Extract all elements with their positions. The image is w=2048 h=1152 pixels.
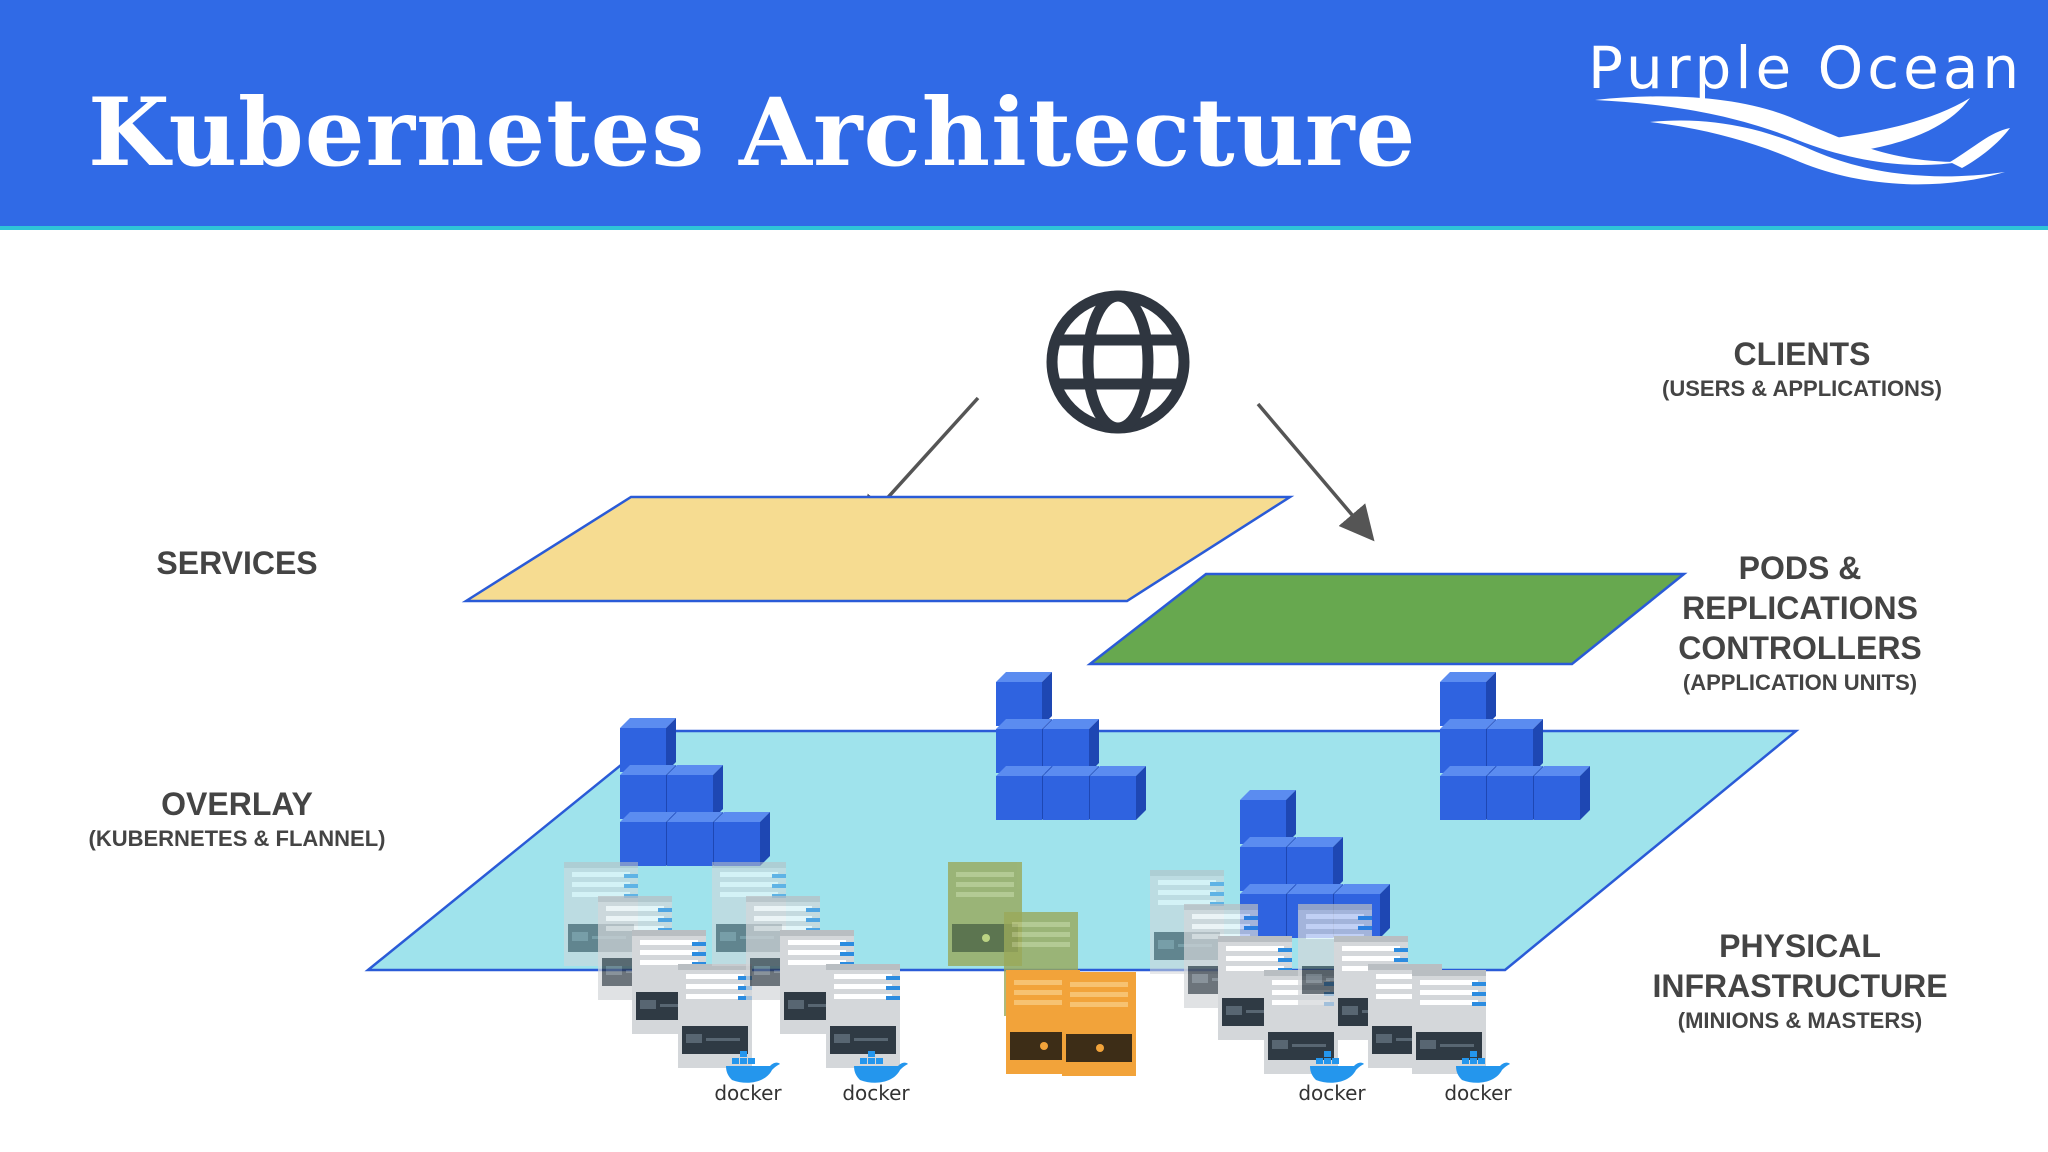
services-title: SERVICES [156,545,318,581]
docker-logo: docker [842,1051,910,1105]
pods-title-line2: REPLICATIONS [1682,590,1918,626]
clients-subtitle: (USERS & APPLICATIONS) [1662,376,1942,401]
docker-label: docker [1298,1081,1366,1105]
pods-label: PODS & REPLICATIONS CONTROLLERS (APPLICA… [1678,548,1922,698]
wave-logo-icon [1595,96,2010,185]
physical-label: PHYSICAL INFRASTRUCTURE (MINIONS & MASTE… [1652,926,1947,1036]
pods-title-line1: PODS & [1738,550,1862,586]
overlay-label: OVERLAY (KUBERNETES & FLANNEL) [89,784,386,854]
docker-label: docker [714,1081,782,1105]
services-plane [461,495,1295,603]
pods-subtitle: (APPLICATION UNITS) [1682,670,1918,695]
physical-subtitle: (MINIONS & MASTERS) [1677,1008,1923,1033]
docker-logo: docker [714,1051,782,1105]
overlay-title: OVERLAY [161,786,313,822]
arrow-to-pods [1256,402,1375,542]
clients-label: CLIENTS (USERS & APPLICATIONS) [1662,334,1942,404]
docker-label: docker [1444,1081,1512,1105]
clients-title: CLIENTS [1733,336,1871,372]
pods-plane [1086,572,1688,666]
services-label: SERVICES [156,543,317,583]
physical-title-line2: INFRASTRUCTURE [1652,968,1948,1004]
docker-logo: docker [1444,1051,1512,1105]
physical-title-line1: PHYSICAL [1719,928,1881,964]
docker-logo: docker [1298,1051,1366,1105]
page-title: Kubernetes Architecture [88,78,1417,188]
globe-icon [1046,290,1190,434]
brand-logo-text: Purple Ocean [1588,34,2024,102]
overlay-subtitle: (KUBERNETES & FLANNEL) [88,826,386,851]
header-bar: Kubernetes Architecture Purple Ocean [0,0,2048,230]
pods-title-line3: CONTROLLERS [1678,630,1922,666]
docker-label: docker [842,1081,910,1105]
